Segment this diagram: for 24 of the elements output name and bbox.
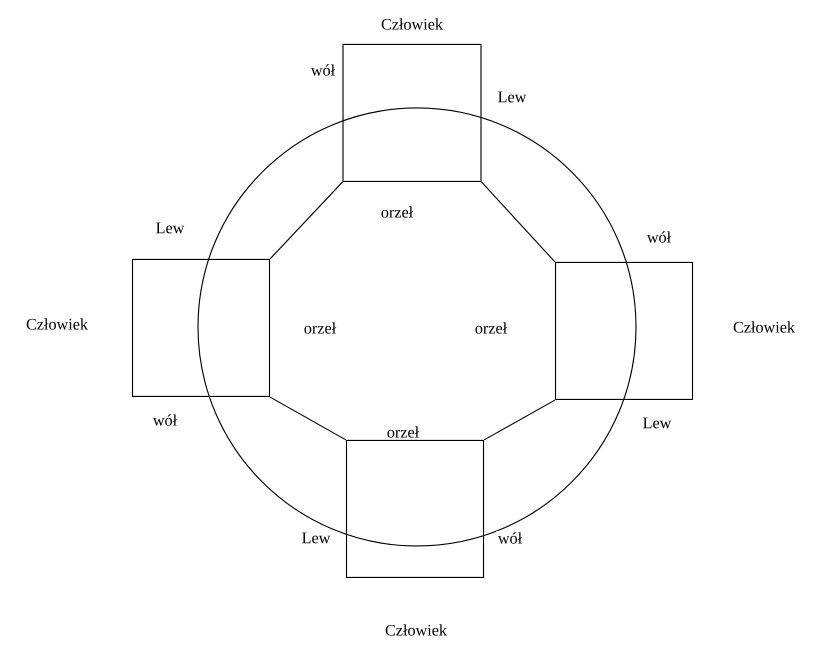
label: orzeł (302, 320, 338, 336)
label: orzeł (385, 424, 421, 440)
connector-line (484, 400, 556, 440)
square (342, 44, 482, 182)
label: wół (309, 62, 337, 78)
connector-line (481, 182, 556, 262)
heading: Człowiek (734, 321, 795, 333)
label: orzeł (473, 320, 509, 336)
label: Lew (300, 531, 332, 545)
heading: Człowiek (26, 318, 88, 330)
square (554, 262, 694, 400)
label: Lew (154, 221, 186, 235)
heading: Człowiek (386, 624, 447, 636)
label: orzeł (379, 204, 415, 220)
label: wół (496, 530, 524, 546)
square (132, 258, 270, 398)
connector-line (270, 396, 346, 440)
label: wół (645, 230, 673, 244)
label: Lew (641, 416, 673, 430)
label: wół (151, 412, 179, 428)
connector-line (270, 182, 343, 260)
label: Lew (496, 90, 528, 104)
heading: Człowiek (382, 18, 443, 30)
square (346, 440, 484, 578)
